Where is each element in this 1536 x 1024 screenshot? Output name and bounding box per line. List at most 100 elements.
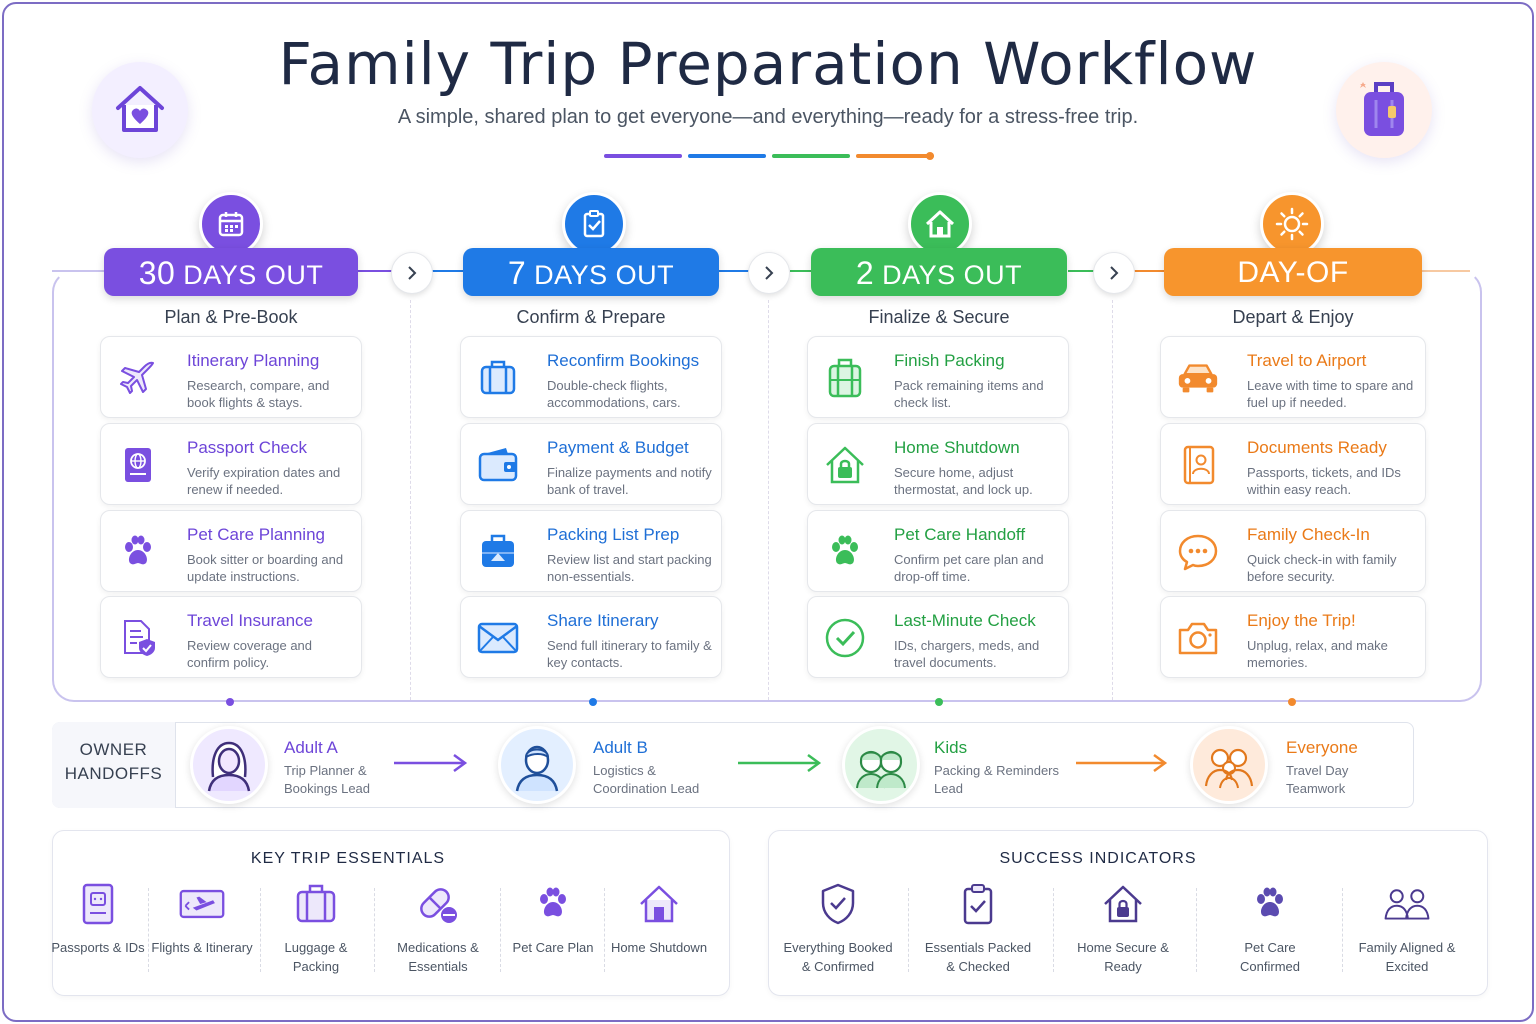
home-lock-icon xyxy=(822,442,868,488)
task-card-payment-budget[interactable]: Payment & Budget Finalize payments and n… xyxy=(460,423,722,505)
task-title: Packing List Prep xyxy=(547,525,680,544)
task-card-home-shutdown[interactable]: Home Shutdown Secure home, adjust thermo… xyxy=(807,423,1069,505)
kids-avatar-icon xyxy=(842,726,920,804)
essential-luggage: Luggage & Packing xyxy=(261,880,371,976)
success-label: Family Aligned & Excited xyxy=(1358,940,1456,974)
task-card-documents-ready[interactable]: Documents Ready Passports, tickets, and … xyxy=(1160,423,1426,505)
stages-container xyxy=(52,270,1482,702)
man-avatar-icon xyxy=(498,726,576,804)
essential-label: Luggage & Packing xyxy=(284,940,348,974)
task-title: Family Check-In xyxy=(1247,525,1370,544)
owner-handoffs-label: OWNER HANDOFFS xyxy=(52,722,176,808)
passport-icon xyxy=(74,880,122,928)
chevron-right-icon xyxy=(391,252,433,294)
paw-icon xyxy=(115,529,161,575)
success-label: Everything Booked & Confirmed xyxy=(783,940,893,974)
task-title: Passport Check xyxy=(187,438,307,457)
task-card-packing-list-prep[interactable]: Packing List Prep Review list and start … xyxy=(460,510,722,592)
task-title: Payment & Budget xyxy=(547,438,689,457)
pill-icon xyxy=(414,880,462,928)
stage-subtitle: Confirm & Prepare xyxy=(516,307,666,327)
task-card-finish-packing[interactable]: Finish Packing Pack remaining items and … xyxy=(807,336,1069,418)
stage-pill-7-days: 7 Days Out xyxy=(463,248,719,296)
task-card-itinerary-planning[interactable]: Itinerary Planning Research, compare, an… xyxy=(100,336,362,418)
task-card-pet-care-planning[interactable]: Pet Care Planning Book sitter or boardin… xyxy=(100,510,362,592)
chat-bubble-icon xyxy=(1175,529,1221,575)
page-title: Family Trip Preparation Workflow xyxy=(278,30,1258,98)
success-label: Home Secure & Ready xyxy=(1077,940,1169,974)
task-card-travel-insurance[interactable]: Travel Insurance Review coverage and con… xyxy=(100,596,362,678)
owner-role: Packing & Reminders Lead xyxy=(934,763,1059,796)
task-title: Last-Minute Check xyxy=(894,611,1036,630)
task-desc: Passports, tickets, and IDs within easy … xyxy=(1247,465,1401,497)
task-card-travel-to-airport[interactable]: Travel to Airport Leave with time to spa… xyxy=(1160,336,1426,418)
essential-label: Flights & Itinerary xyxy=(151,940,253,955)
essential-label: Passports & IDs xyxy=(51,940,145,955)
clipboard-check-icon xyxy=(954,880,1002,928)
page-subtitle: A simple, shared plan to get everyone—an… xyxy=(397,106,1139,128)
task-title: Documents Ready xyxy=(1247,438,1387,457)
task-title: Travel Insurance xyxy=(187,611,313,630)
task-card-last-minute-check[interactable]: Last-Minute Check IDs, chargers, meds, a… xyxy=(807,596,1069,678)
check-circle-icon xyxy=(822,615,868,661)
success-essentials-packed: Essentials Packed & Checked xyxy=(923,880,1033,976)
house-heart-icon xyxy=(92,62,188,158)
success-label: Pet Care Confirmed xyxy=(1240,940,1300,974)
chevron-right-icon xyxy=(748,252,790,294)
envelope-icon xyxy=(475,615,521,661)
calendar-icon xyxy=(199,192,263,256)
essential-pet-care: Pet Care Plan xyxy=(498,880,608,957)
passport-icon xyxy=(115,442,161,488)
people-icon xyxy=(1383,880,1431,928)
airplane-icon xyxy=(115,355,161,401)
task-desc: Review coverage and confirm policy. xyxy=(187,638,313,670)
task-card-pet-care-handoff[interactable]: Pet Care Handoff Confirm pet care plan a… xyxy=(807,510,1069,592)
stage-pill-day-of: Day-Of xyxy=(1164,248,1422,296)
woman-avatar-icon xyxy=(190,726,268,804)
chevron-right-icon xyxy=(1093,252,1135,294)
paw-icon xyxy=(1246,880,1294,928)
essential-label: Medications & Essentials xyxy=(397,940,479,974)
task-card-enjoy-the-trip[interactable]: Enjoy the Trip! Unplug, relax, and make … xyxy=(1160,596,1426,678)
sun-icon xyxy=(1260,192,1324,256)
wallet-icon xyxy=(475,442,521,488)
shield-check-icon xyxy=(814,880,862,928)
task-desc: Finalize payments and notify bank of tra… xyxy=(547,465,712,497)
success-home-secure: Home Secure & Ready xyxy=(1068,880,1178,976)
suitcase-icon xyxy=(1336,62,1432,158)
task-desc: Book sitter or boarding and update instr… xyxy=(187,552,344,584)
essential-passports: Passports & IDs xyxy=(43,880,153,957)
owner-name: Adult A xyxy=(284,738,338,757)
task-title: Travel to Airport xyxy=(1247,351,1367,370)
home-icon xyxy=(635,880,683,928)
arrow-right-icon xyxy=(394,753,468,773)
success-label: Essentials Packed & Checked xyxy=(924,940,1032,974)
clipboard-check-icon xyxy=(562,192,626,256)
task-title: Pet Care Handoff xyxy=(894,525,1026,544)
stage-subtitle: Depart & Enjoy xyxy=(1232,307,1354,327)
group-avatar-icon xyxy=(1190,726,1268,804)
task-desc: Unplug, relax, and make memories. xyxy=(1247,638,1388,670)
insurance-document-icon xyxy=(115,615,161,661)
task-desc: IDs, chargers, meds, and travel document… xyxy=(894,638,1040,670)
task-card-family-check-in[interactable]: Family Check-In Quick check-in with fami… xyxy=(1160,510,1426,592)
stage-pill-30-days: 30 Days Out xyxy=(104,248,358,296)
task-desc: Quick check-in with family before securi… xyxy=(1247,552,1397,584)
stage-subtitle: Plan & Pre-Book xyxy=(164,307,298,327)
suitcase-icon xyxy=(475,355,521,401)
essential-home-shutdown: Home Shutdown xyxy=(604,880,714,957)
home-icon xyxy=(908,192,972,256)
paw-icon xyxy=(529,880,577,928)
task-card-share-itinerary[interactable]: Share Itinerary Send full itinerary to f… xyxy=(460,596,722,678)
success-family-aligned: Family Aligned & Excited xyxy=(1352,880,1462,976)
task-desc: Secure home, adjust thermostat, and lock… xyxy=(894,465,1033,497)
title-color-bars xyxy=(604,152,936,160)
task-card-passport-check[interactable]: Passport Check Verify expiration dates a… xyxy=(100,423,362,505)
stage-subtitle: Finalize & Secure xyxy=(868,307,1010,327)
paw-icon xyxy=(822,529,868,575)
task-card-reconfirm-bookings[interactable]: Reconfirm Bookings Double-check flights,… xyxy=(460,336,722,418)
key-trip-essentials-panel xyxy=(52,830,730,996)
arrow-right-icon xyxy=(1076,753,1168,773)
success-everything-booked: Everything Booked & Confirmed xyxy=(783,880,893,976)
